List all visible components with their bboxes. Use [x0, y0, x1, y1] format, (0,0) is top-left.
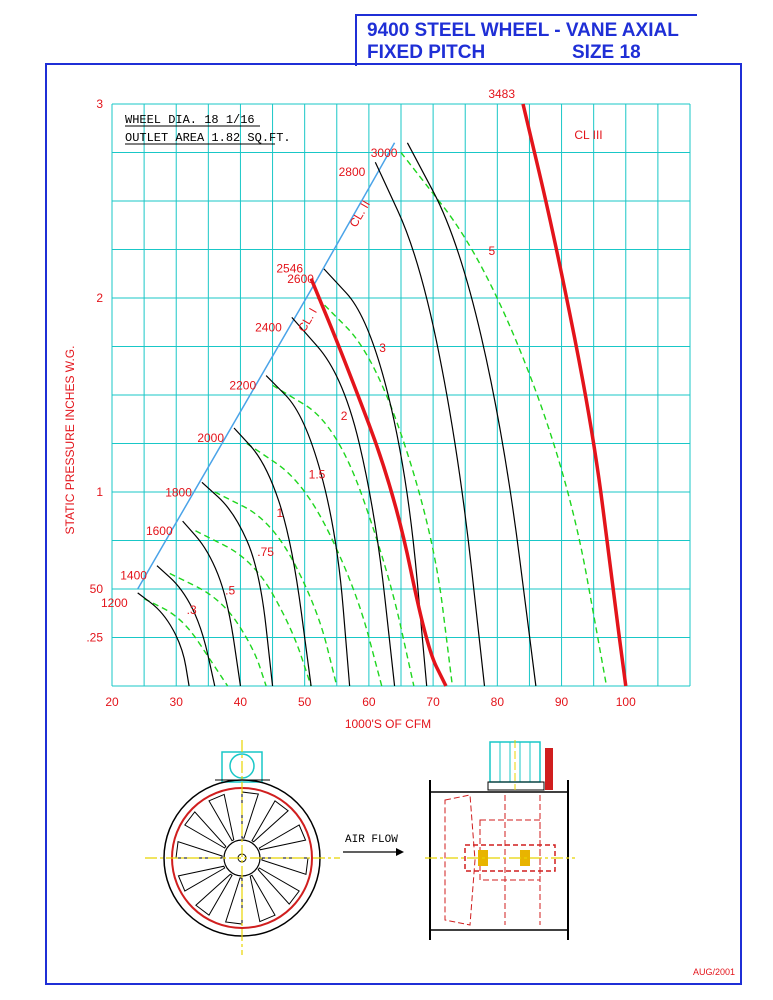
side-hub-housing: [464, 844, 556, 872]
y-tick-label: 2: [96, 291, 103, 305]
bhp-curve: [272, 384, 415, 687]
y-axis-title: STATIC PRESSURE INCHES W.G.: [63, 346, 77, 535]
y-tick-label: .25: [86, 631, 103, 645]
x-tick-label: 50: [298, 695, 312, 709]
bhp-curve: [246, 442, 383, 687]
rpm-curve: [137, 592, 190, 687]
bhp-curve: [317, 297, 454, 687]
limit-label: 3483: [488, 87, 515, 101]
wheel-dia-text: WHEEL DIA. 18 1/16: [125, 113, 255, 127]
bhp-label: .5: [225, 584, 235, 598]
chart-labels: 20 30 40 50 60 70 80 90 100 3 2 1 50 .25 .3 .5 .75 1 1.5 2 3…: [86, 87, 636, 709]
air-flow-label: AIR FLOW: [345, 834, 398, 846]
rpm-label: 2200: [229, 379, 256, 393]
limit-curve: [309, 277, 448, 687]
rpm-label: 1200: [101, 596, 128, 610]
fan-blade: [225, 877, 243, 925]
class-line: [137, 278, 319, 590]
rpm-curve: [233, 427, 312, 687]
bhp-label: 2: [341, 409, 348, 423]
side-bracket: [545, 748, 553, 790]
rpm-label: 1400: [120, 569, 147, 583]
bhp-curve: [169, 572, 267, 687]
bhp-label: 3: [379, 341, 386, 355]
x-tick-label: 70: [426, 695, 440, 709]
side-blade: [444, 794, 476, 926]
fan-blade: [175, 841, 223, 859]
x-tick-label: 40: [234, 695, 248, 709]
air-flow-arrowhead: [396, 848, 404, 856]
rpm-label: 1800: [165, 485, 192, 499]
title-line-2: FIXED PITCH: [367, 42, 486, 63]
rpm-curve: [201, 481, 274, 687]
y-tick-label: 1: [96, 485, 103, 499]
fan-blade: [258, 824, 307, 851]
title-size: SIZE 18: [572, 42, 641, 63]
rpm-curve: [182, 520, 242, 687]
outlet-area-text: OUTLET AREA 1.82 SQ.FT.: [125, 131, 291, 145]
bhp-label: 1: [277, 506, 284, 520]
rpm-curve: [323, 268, 428, 687]
side-housing: [429, 791, 569, 931]
drawing-date: AUG/2001: [693, 967, 735, 977]
fan-blade: [208, 793, 235, 842]
rpm-label: 1600: [146, 524, 173, 538]
fan-side-view: [425, 740, 575, 940]
fan-blade: [241, 791, 259, 839]
x-tick-label: 20: [105, 695, 119, 709]
limit-curve: [521, 103, 628, 687]
rpm-curve: [374, 161, 486, 687]
fan-blade: [251, 800, 289, 843]
fan-front-view: [145, 740, 340, 955]
x-tick-label: 60: [362, 695, 376, 709]
bhp-label: 5: [488, 244, 495, 258]
title-line-1: 9400 STEEL WHEEL - VANE AXIAL: [367, 20, 679, 41]
fan-blade: [195, 873, 233, 916]
y-tick-label: 3: [96, 97, 103, 111]
fan-blade: [184, 811, 227, 849]
rpm-label: 2600: [287, 272, 314, 286]
fan-blade: [177, 865, 226, 892]
rpm-label: 2000: [197, 431, 224, 445]
rpm-curve: [265, 375, 351, 687]
bhp-curve: [214, 491, 338, 687]
bhp-curve: [400, 152, 608, 687]
title-block: 9400 STEEL WHEEL - VANE AXIAL FIXED PITC…: [355, 14, 697, 66]
x-axis-title: 1000'S OF CFM: [345, 717, 431, 731]
rpm-curve: [156, 565, 216, 687]
class-line: [316, 142, 396, 279]
bhp-label: 1.5: [309, 467, 326, 481]
rpm-label: 2800: [339, 165, 366, 179]
bhp-label: .3: [187, 603, 197, 617]
chart-grid: [111, 103, 691, 687]
rpm-label: 3000: [371, 146, 398, 160]
fan-blade: [257, 867, 300, 905]
rpm-label: 2400: [255, 320, 282, 334]
x-tick-label: 100: [616, 695, 636, 709]
x-tick-label: 80: [491, 695, 505, 709]
rpm-curve: [406, 142, 537, 687]
fan-blade: [249, 874, 276, 923]
y-tick-label: 50: [90, 582, 104, 596]
fan-blade: [261, 857, 309, 875]
x-tick-label: 90: [555, 695, 569, 709]
bhp-label: .75: [257, 545, 274, 559]
class-annotation: CL III: [574, 128, 602, 142]
drawing-frame: [45, 63, 742, 985]
chart-curves: [137, 103, 628, 687]
limit-label: 2546: [276, 262, 303, 276]
x-tick-label: 30: [170, 695, 184, 709]
rpm-curve: [291, 317, 396, 687]
